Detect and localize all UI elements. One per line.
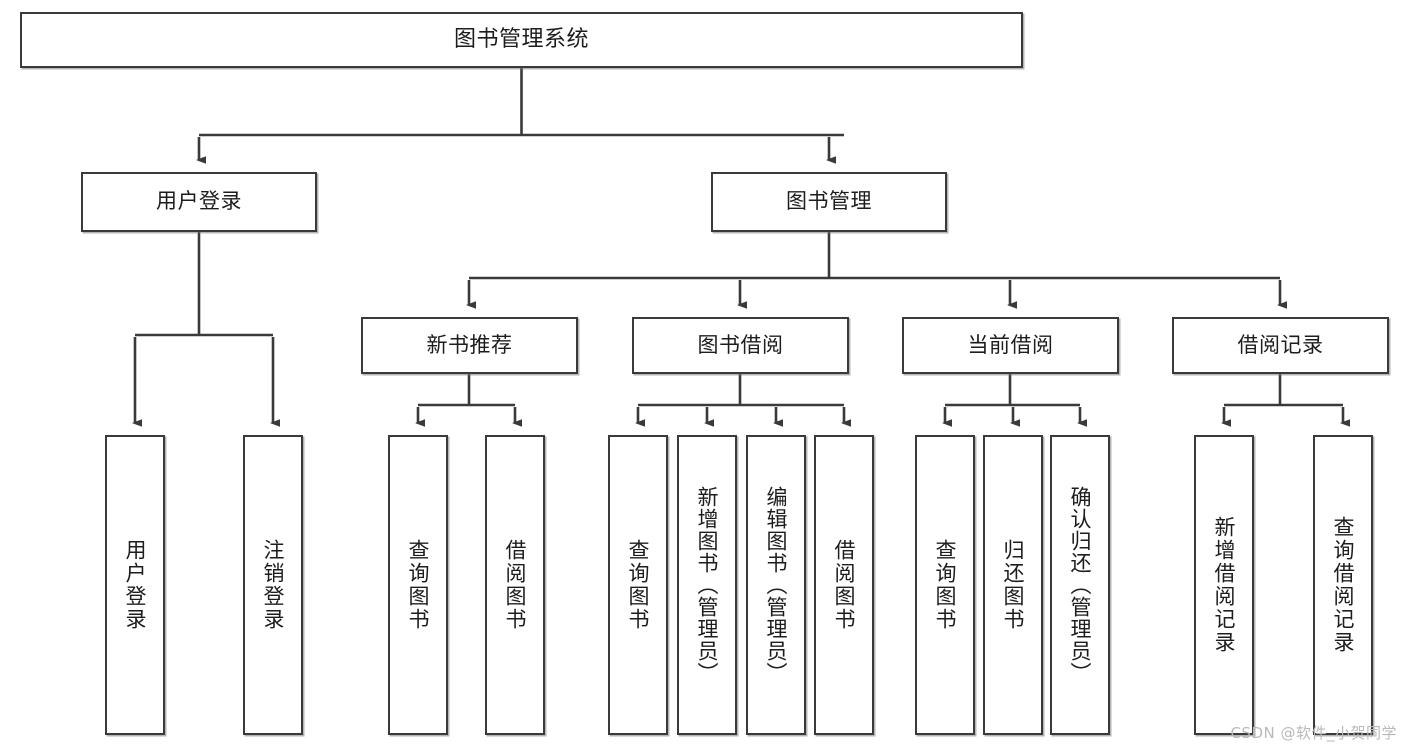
node-book-manage[interactable]: 图书管理: [711, 172, 947, 232]
node-leaf-user-login[interactable]: 用户登录: [105, 435, 165, 735]
node-current-borrow[interactable]: 当前借阅: [902, 317, 1119, 374]
csdn-watermark: CSDN @软件_小贺同学: [1230, 724, 1397, 742]
node-leaf-borrow-book-rec-label: 借阅图书: [503, 539, 528, 631]
node-leaf-query-book-rec[interactable]: 查询图书: [388, 435, 448, 735]
node-leaf-edit-book-label: 编辑图书（管理员）: [764, 486, 789, 684]
node-leaf-borrow-book-rec[interactable]: 借阅图书: [485, 435, 545, 735]
node-leaf-user-logout[interactable]: 注销登录: [243, 435, 303, 735]
node-leaf-add-record-label: 新增借阅记录: [1212, 516, 1237, 654]
node-leaf-add-book[interactable]: 新增图书（管理员）: [677, 435, 737, 735]
node-leaf-query-book-cur-label: 查询图书: [933, 539, 958, 631]
node-user-login[interactable]: 用户登录: [81, 172, 317, 232]
node-leaf-query-record[interactable]: 查询借阅记录: [1313, 435, 1373, 735]
node-new-book-rec-label: 新书推荐: [426, 332, 513, 357]
node-leaf-add-book-label: 新增图书（管理员）: [695, 486, 720, 684]
node-leaf-query-book-rec-label: 查询图书: [406, 539, 431, 631]
node-leaf-user-login-label: 用户登录: [123, 539, 148, 631]
node-root[interactable]: 图书管理系统: [20, 12, 1023, 68]
node-borrow-record[interactable]: 借阅记录: [1172, 317, 1389, 374]
node-root-label: 图书管理系统: [453, 26, 589, 52]
node-book-borrow[interactable]: 图书借阅: [632, 317, 849, 374]
node-leaf-query-book-label: 查询图书: [626, 539, 651, 631]
node-leaf-query-book-cur[interactable]: 查询图书: [915, 435, 975, 735]
node-leaf-query-book[interactable]: 查询图书: [608, 435, 668, 735]
node-current-borrow-label: 当前借阅: [967, 332, 1054, 357]
node-book-manage-label: 图书管理: [786, 189, 872, 214]
node-leaf-confirm-return[interactable]: 确认归还（管理员）: [1050, 435, 1110, 735]
node-leaf-query-record-label: 查询借阅记录: [1331, 516, 1356, 654]
node-book-borrow-label: 图书借阅: [697, 332, 784, 357]
node-leaf-return-book[interactable]: 归还图书: [983, 435, 1043, 735]
node-leaf-confirm-return-label: 确认归还（管理员）: [1068, 486, 1093, 684]
node-leaf-add-record[interactable]: 新增借阅记录: [1194, 435, 1254, 735]
node-borrow-record-label: 借阅记录: [1237, 332, 1324, 357]
node-user-login-label: 用户登录: [156, 189, 242, 214]
node-leaf-edit-book[interactable]: 编辑图书（管理员）: [746, 435, 806, 735]
node-leaf-borrow-book[interactable]: 借阅图书: [814, 435, 874, 735]
node-leaf-return-book-label: 归还图书: [1001, 539, 1026, 631]
node-new-book-rec[interactable]: 新书推荐: [361, 317, 578, 374]
node-leaf-user-logout-label: 注销登录: [261, 539, 286, 631]
node-leaf-borrow-book-label: 借阅图书: [832, 539, 857, 631]
